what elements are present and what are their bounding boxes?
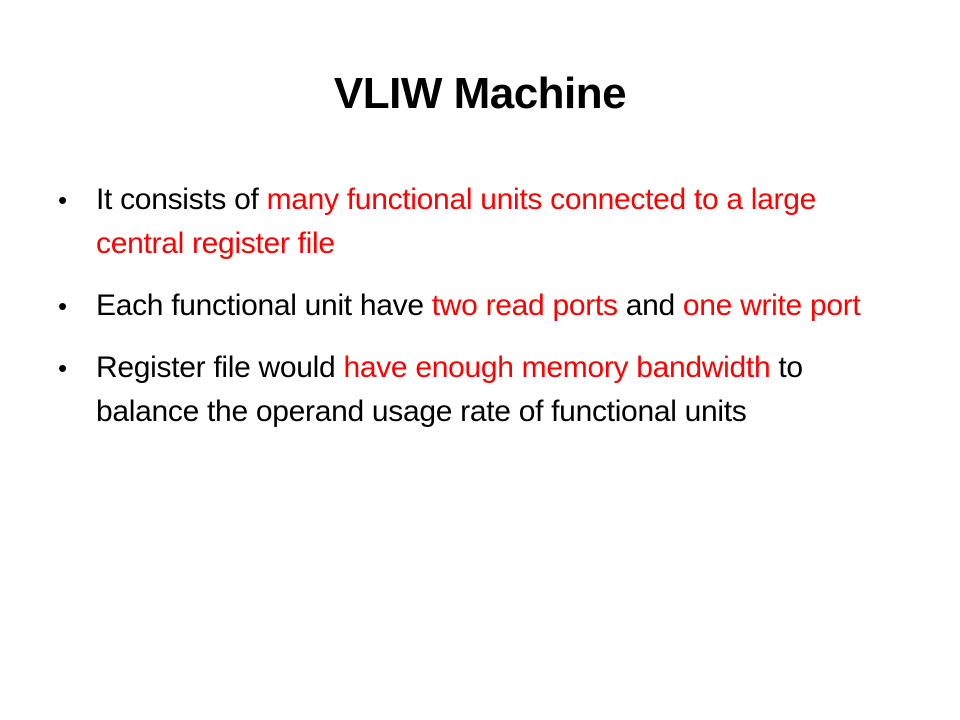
bullet-highlight-text: many functional units connected to a lar… <box>96 183 816 260</box>
bullet-highlight-text: one write port <box>682 289 861 322</box>
bullet-dot-icon: • <box>58 185 67 215</box>
bullet-item: • Each functional unit have two read por… <box>58 284 908 328</box>
bullet-highlight-text: have enough memory bandwidth <box>343 351 771 384</box>
bullet-dot-icon: • <box>58 291 67 321</box>
slide-title: VLIW Machine <box>333 69 627 118</box>
bullet-highlight-text: two read ports <box>431 289 618 322</box>
bullet-text: and <box>617 289 683 322</box>
bullet-text: Register file would <box>96 351 344 384</box>
bullet-text: to balance the operand usage rate of fun… <box>96 351 803 428</box>
bullet-list: • It consists of many functional units c… <box>58 178 908 452</box>
bullet-dot-icon: • <box>58 353 67 383</box>
bullet-item: • Register file would have enough memory… <box>58 346 908 434</box>
bullet-text: Each functional unit have <box>96 289 432 322</box>
bullet-text: It consists of <box>96 183 267 216</box>
bullet-item: • It consists of many functional units c… <box>58 178 908 266</box>
